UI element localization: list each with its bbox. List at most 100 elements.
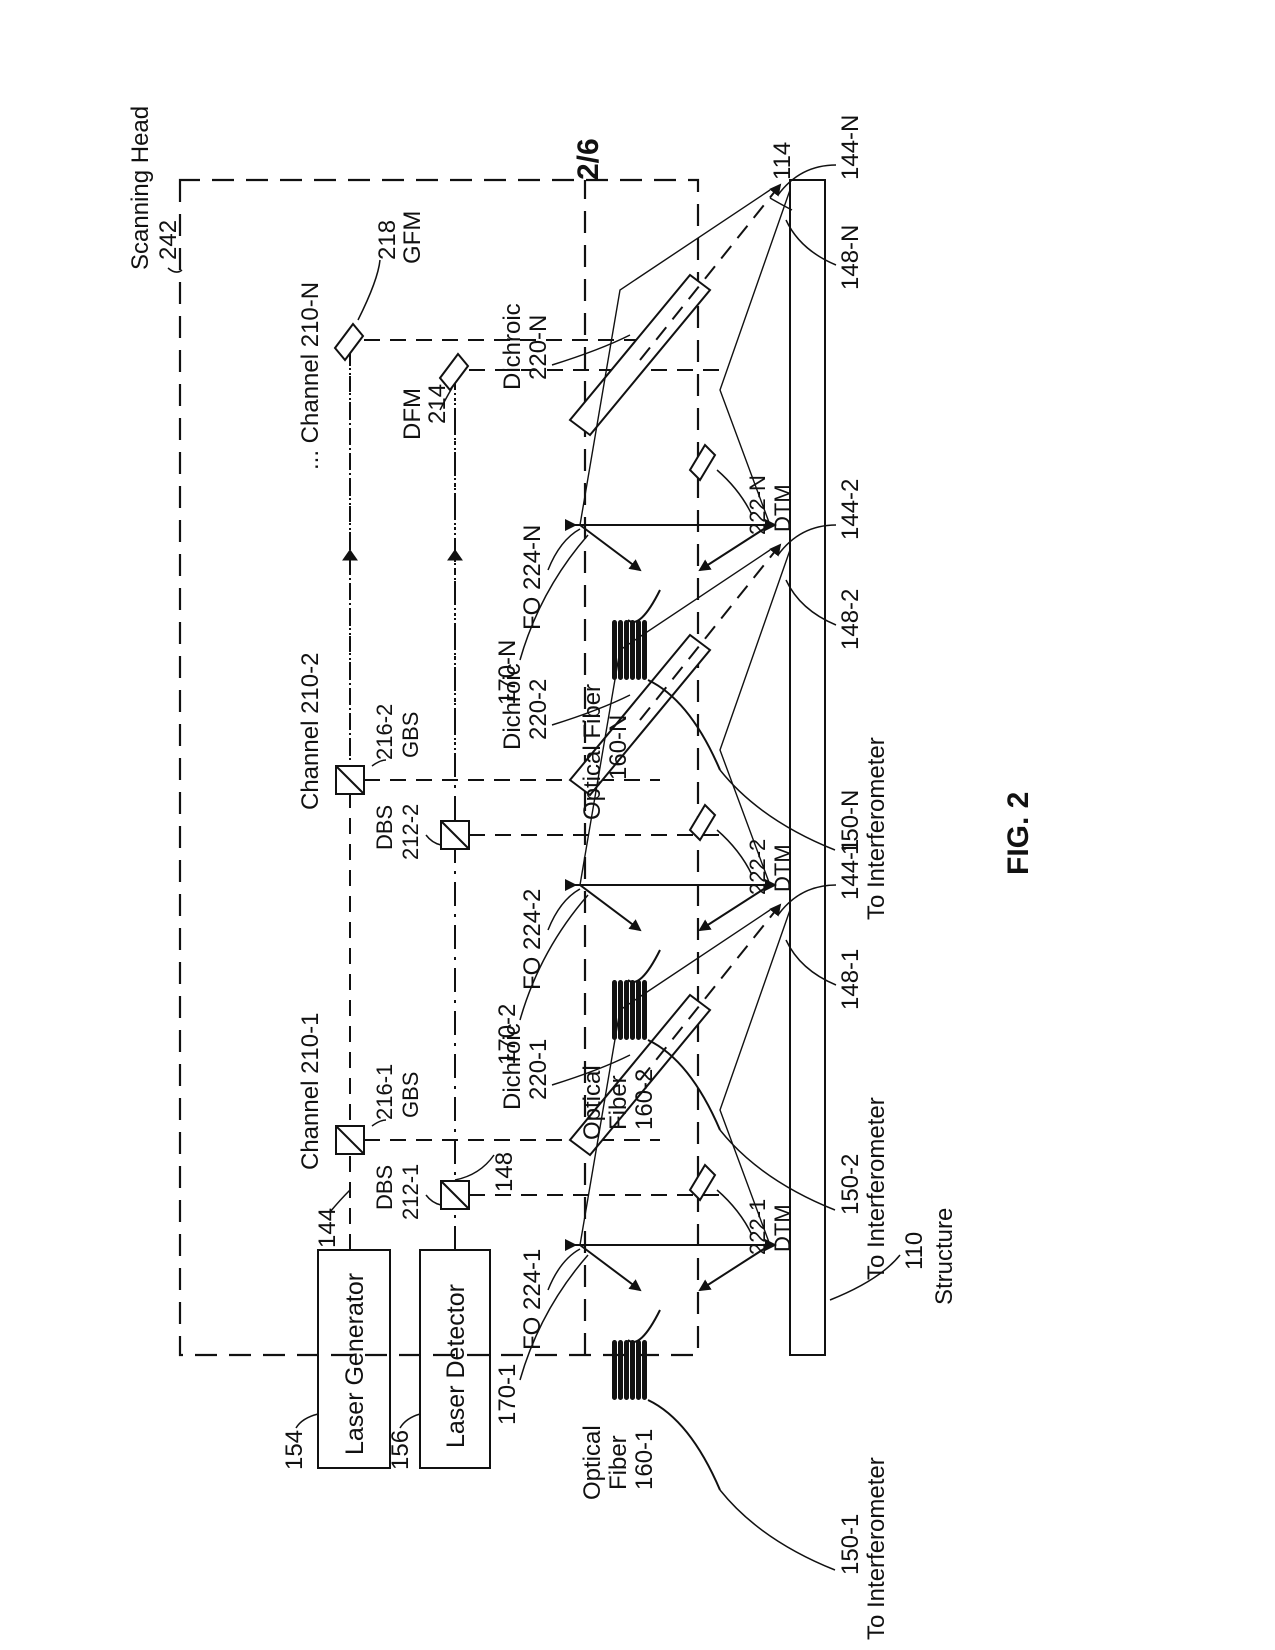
gbs-label: GBS <box>398 712 423 758</box>
det-spot-leader <box>785 219 837 266</box>
beam-cone-leader <box>519 534 589 661</box>
det-spot-label: 148-2 <box>837 589 864 650</box>
det-spot-label: 148-1 <box>837 949 864 1010</box>
fiber-coil-turn <box>612 620 617 680</box>
fo-leader <box>547 888 581 931</box>
dbs-leader <box>425 834 442 846</box>
dichroic-label: Dichroic <box>499 1023 526 1110</box>
dichroic-leader <box>551 694 631 726</box>
surface-114-label: 114 <box>769 142 796 180</box>
det-spot-leader <box>785 939 837 986</box>
arrow-icon <box>447 549 463 561</box>
dtm-mirror <box>688 803 717 842</box>
dtm-mirror <box>688 1163 717 1202</box>
gen-spot-label: 144-1 <box>837 839 864 900</box>
interferometer-leader <box>719 1129 836 1211</box>
structure-leader <box>829 1254 901 1301</box>
dtm-leader <box>716 1189 753 1236</box>
gfm-leader <box>357 259 381 321</box>
fiber-coil-turn <box>642 980 647 1040</box>
interferometer-ref: 150-1 <box>837 1514 864 1575</box>
fiber-ray <box>698 884 771 932</box>
structure-block: 114 110 Structure <box>769 142 958 1356</box>
fiber-coil-turn <box>630 1340 635 1400</box>
beam-cone-ref: 170-1 <box>494 1364 521 1425</box>
dbs-diagonal <box>440 820 470 850</box>
laser-generator-block: Laser Generator 154 <box>281 1249 391 1470</box>
fiber-coil-turn <box>630 980 635 1040</box>
fiber-coil-turn <box>612 980 617 1040</box>
interferometer-ref: 150-N <box>837 790 864 855</box>
cone-ray <box>719 549 791 886</box>
fiber-ray <box>579 1244 642 1292</box>
gen-spot-label: 144-2 <box>837 479 864 540</box>
dichroic-ref: 220-2 <box>525 679 552 740</box>
dfm-leader <box>439 387 453 411</box>
dichroic-leader <box>551 1054 631 1086</box>
fiber-label-line1: Optical <box>579 1425 606 1500</box>
beam-cone-ref: 170-N <box>494 640 521 705</box>
det-spot-label: 148-N <box>837 225 864 290</box>
dfm-mirror <box>438 352 470 392</box>
dtm-leader <box>716 829 753 876</box>
fo-leader <box>547 528 581 571</box>
fiber-coil-turn <box>618 1340 623 1400</box>
gbs-diagonal <box>335 1125 365 1155</box>
fiber-tip <box>627 949 661 983</box>
fiber-ray <box>698 524 771 572</box>
channel-label: Channel 210-1 <box>297 1013 324 1170</box>
gfm-block: 218 GFM <box>333 211 426 362</box>
fiber-coil-turn <box>624 620 629 680</box>
interferometer-ref: 150-2 <box>837 1154 864 1215</box>
dtm-ref: 222-N <box>745 475 770 535</box>
cone-ray <box>719 189 791 526</box>
laser-detector-label: Laser Detector <box>442 1284 470 1448</box>
beam-cone-ref: 170-2 <box>494 1004 521 1065</box>
figure-label: FIG. 2 <box>1002 792 1035 875</box>
fo-label: FO 224-N <box>519 525 546 630</box>
fiber-coil-turn <box>618 620 623 680</box>
beam-144-label: 144 <box>314 1208 341 1248</box>
interferometer-label: To Interferometer <box>863 1457 890 1640</box>
fiber-ray <box>579 884 642 932</box>
dbs-ref: 212-2 <box>398 804 423 860</box>
cone-ray <box>579 189 771 526</box>
gbs-ref: 216-1 <box>372 1064 397 1120</box>
structure-bar <box>789 179 826 1356</box>
dbs-leader <box>425 1194 442 1206</box>
gbs-leader <box>371 1119 387 1127</box>
fiber-lead <box>647 1399 721 1491</box>
fiber-label-line2: Fiber <box>605 1075 632 1130</box>
fiber-label-line2: Fiber <box>605 1435 632 1490</box>
cone-ray <box>719 909 791 1246</box>
fiber-tip <box>627 589 661 623</box>
fiber-coil-turn <box>636 1340 641 1400</box>
dbs-ref: 212-1 <box>398 1164 423 1220</box>
dtm-leader <box>716 469 753 516</box>
gfm-label: GFM <box>399 211 426 264</box>
arrow-icon <box>342 549 358 561</box>
dfm-ref: 214 <box>424 384 451 424</box>
fiber-coil-turn <box>636 620 641 680</box>
fiber-ray <box>579 524 642 572</box>
gen-spot-leader <box>777 164 837 196</box>
dbs-label: DBS <box>372 1165 397 1210</box>
beam-148-label: 148 <box>491 1152 518 1192</box>
laser-generator-box <box>317 1249 391 1469</box>
beam-cone-leader <box>519 1254 589 1381</box>
fiber-label-line1: Optical Fiber <box>579 684 606 820</box>
interferometer-label: To Interferometer <box>863 737 890 920</box>
channel-label: Channel 210-2 <box>297 653 324 810</box>
structure-label: Structure <box>931 1208 958 1305</box>
fo-leader <box>547 1248 581 1291</box>
sheet-number: 2/6 <box>572 138 605 180</box>
fiber-coil-turn <box>642 620 647 680</box>
laser-generator-label: Laser Generator <box>341 1273 369 1455</box>
interferometer-leader <box>719 1489 836 1571</box>
